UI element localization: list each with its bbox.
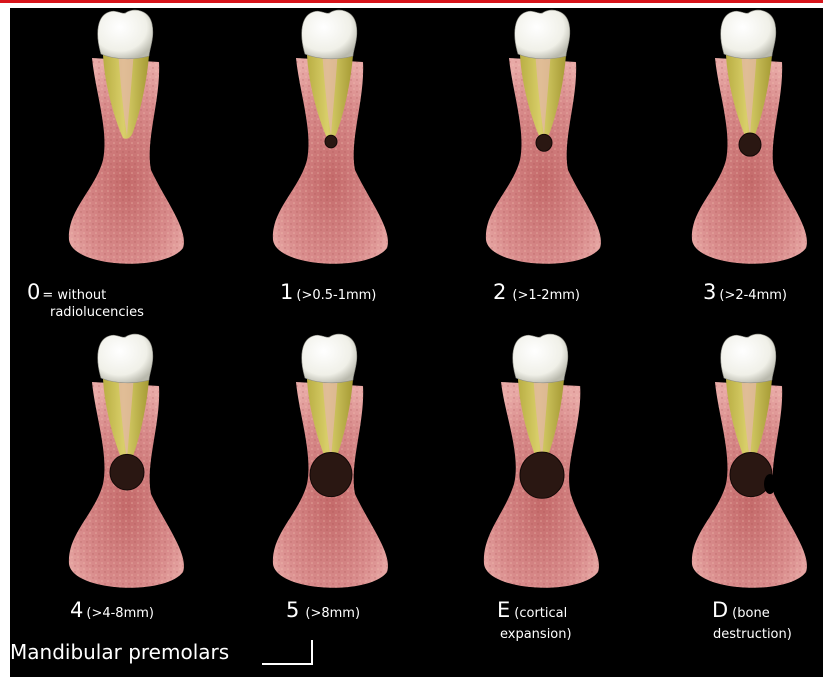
tooth-D (692, 334, 807, 588)
tooth-E (484, 334, 599, 588)
crown (302, 10, 357, 59)
label-score-e: E(cortical (497, 600, 567, 621)
crown (721, 334, 776, 383)
tooth-2 (486, 10, 601, 264)
periapical-lesion (310, 453, 352, 497)
crown (513, 334, 568, 383)
label-score-5: 5(>8mm) (286, 600, 360, 621)
cortical-destruction (764, 474, 776, 494)
label-score-0: 0= without (27, 282, 106, 303)
tooth-5 (273, 334, 388, 588)
periapical-lesion (739, 133, 761, 156)
periapical-lesion (536, 134, 552, 151)
periapical-lesion (325, 135, 337, 148)
label-score-1: 1(>0.5-1mm) (280, 282, 376, 303)
tooth-1 (273, 10, 388, 264)
crown (98, 334, 153, 383)
tooth-0 (69, 10, 184, 264)
label-score-d: D(bone (712, 600, 770, 621)
label-score-0-line2: radiolucencies (50, 306, 144, 319)
label-score-e-line2: expansion) (500, 628, 572, 641)
tooth-3 (692, 10, 807, 264)
label-score-3: 3(>2-4mm) (703, 282, 787, 303)
caption-bracket-horizontal (262, 663, 313, 665)
crown (98, 10, 153, 59)
crown (721, 10, 776, 59)
label-score-d-line2: destruction) (713, 628, 792, 641)
crown (302, 334, 357, 383)
crown (515, 10, 570, 59)
label-score-2: 2(>1-2mm) (493, 282, 580, 303)
tooth-4 (69, 334, 184, 588)
caption: Mandibular premolars (10, 640, 229, 664)
label-score-4: 4(>4-8mm) (70, 600, 154, 621)
caption-bracket-vertical (311, 640, 313, 665)
periapical-lesion (520, 452, 564, 498)
periapical-lesion (110, 454, 144, 490)
